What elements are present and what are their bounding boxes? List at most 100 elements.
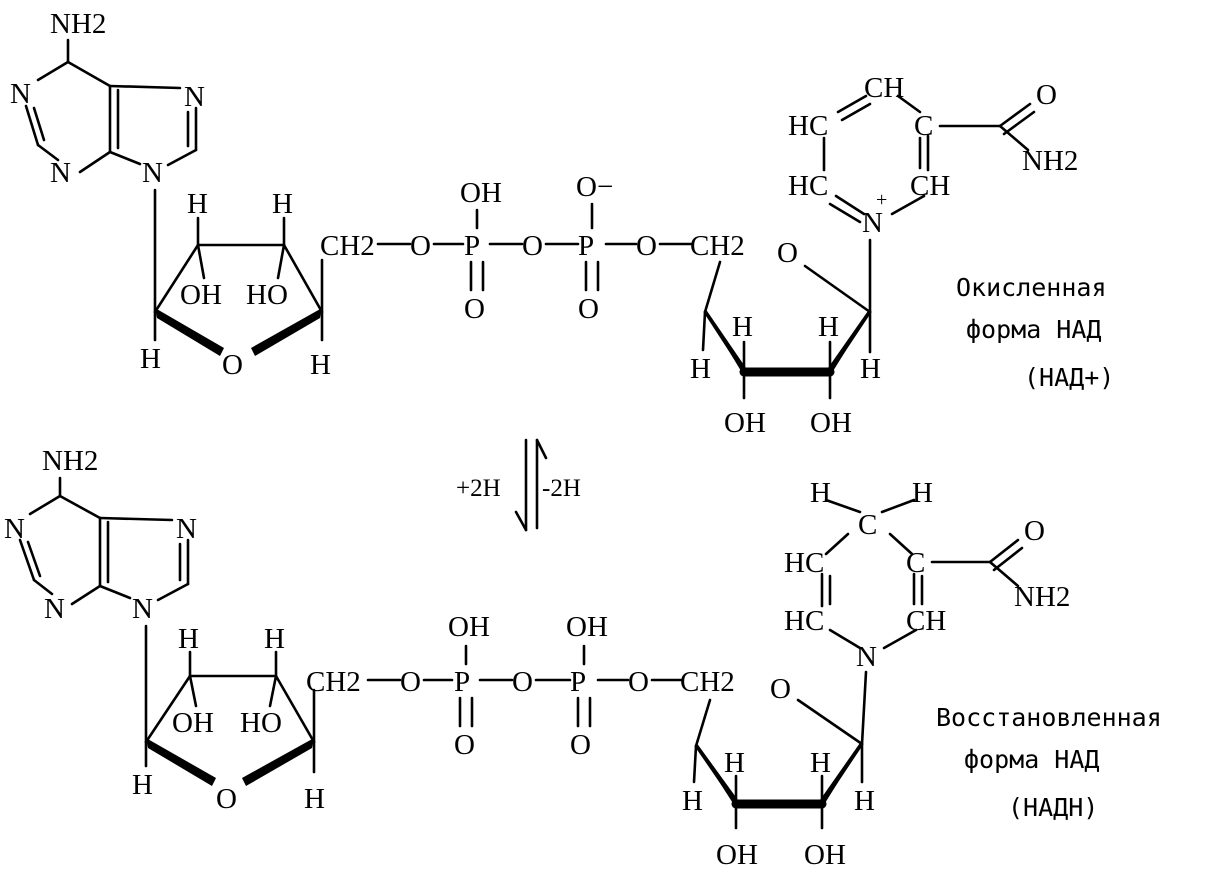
h-c1prime-bottom: H <box>178 623 199 655</box>
o-ring-right-bottom: O <box>770 673 791 705</box>
h-c1prime-right-bottom: H <box>854 785 875 817</box>
p-alpha-bottom: P <box>454 666 470 698</box>
c-c3-top: C <box>914 110 933 142</box>
oh-p-alpha-top: OH <box>460 177 502 209</box>
o-bridge-top: O <box>522 230 543 262</box>
oh-p-alpha-bottom: OH <box>448 611 490 643</box>
h-c2prime-right-bottom: H <box>810 747 831 779</box>
ch2-right-bottom: CH2 <box>680 666 735 698</box>
n9-bottom: N <box>132 593 153 625</box>
h-c5prime-top: H <box>310 349 331 381</box>
h-c1prime-top: H <box>187 188 208 220</box>
o-bridge-bottom: O <box>512 666 533 698</box>
ch-c4-top: CH <box>864 72 904 104</box>
forward-reaction-label: +2H <box>456 475 501 502</box>
h-c2prime-right-top: H <box>818 311 839 343</box>
oh-left-top: OH <box>180 279 222 311</box>
n7-bottom: N <box>176 513 197 545</box>
o-ester-left-bottom: O <box>400 666 421 698</box>
o-double-p-beta-top: O <box>578 293 599 325</box>
hc-c5-bottom: HC <box>784 547 824 579</box>
o-ester-right-bottom: O <box>628 666 649 698</box>
reduced-label-line3: (НАДН) <box>1008 793 1098 822</box>
oh-c3prime-top: OH <box>724 407 766 439</box>
p-beta-bottom: P <box>570 666 586 698</box>
diphosphate-bridge-bottom <box>366 644 684 728</box>
h-c4prime-bottom: H <box>132 769 153 801</box>
oxidized-label-line2: форма НАД <box>966 315 1101 344</box>
plus-charge-top: + <box>876 189 887 211</box>
diphosphate-bridge-top <box>376 202 694 292</box>
nad-reduced-structure: NH2 N N N N H H OH HO H O H <box>4 445 1162 871</box>
nh2-top: NH2 <box>50 8 106 40</box>
o-ester-right-top: O <box>636 230 657 262</box>
h-c1prime-right-top: H <box>860 353 881 385</box>
nh2-amide-bottom: NH2 <box>1014 581 1070 613</box>
hc-c6-top: HC <box>788 170 828 202</box>
oh-c2prime-bottom: OH <box>804 839 846 871</box>
nad-oxidized-structure: NH2 N N N N H H OH HO H O H <box>10 8 1114 439</box>
h-c4-left-bottom: H <box>810 477 831 509</box>
o-minus-p-beta-top: O− <box>576 171 613 203</box>
o-ring-left-bottom: O <box>216 783 237 815</box>
h-c4prime-right-top: H <box>690 353 711 385</box>
o-double-p-alpha-bottom: O <box>454 729 475 761</box>
nicotinamide-ring-top <box>822 94 1036 224</box>
h-c3prime-right-top: H <box>732 311 753 343</box>
ch-c2-top: CH <box>910 170 950 202</box>
ho-right-bottom: HO <box>240 707 282 739</box>
o-double-p-alpha-top: O <box>464 293 485 325</box>
adenosine-ribose-top <box>153 188 324 356</box>
ho-right-top: HO <box>246 279 288 311</box>
o-ester-left-top: O <box>410 230 431 262</box>
n3-top: N <box>50 157 71 189</box>
o-amide-bottom: O <box>1024 515 1045 547</box>
reduced-label-line2: форма НАД <box>964 745 1099 774</box>
p-alpha-top: P <box>464 230 480 262</box>
o-ring-right-top: O <box>777 237 798 269</box>
n7-top: N <box>184 81 205 113</box>
c-c4-bottom: C <box>858 509 877 541</box>
ch2-left-bottom: CH2 <box>306 666 361 698</box>
nh2-bottom: NH2 <box>42 445 98 477</box>
ch2-right-top: CH2 <box>690 230 745 262</box>
o-ring-left-top: O <box>222 349 243 381</box>
n1-top: N <box>10 78 31 110</box>
nicotinamide-ribose-bottom <box>692 670 868 830</box>
hc-c6-bottom: HC <box>784 605 824 637</box>
p-beta-top: P <box>578 230 594 262</box>
n-dihydropyridine-bottom: N <box>856 641 877 673</box>
oh-c3prime-bottom: OH <box>716 839 758 871</box>
h-c3prime-right-bottom: H <box>724 747 745 779</box>
dihydronicotinamide-ring-bottom <box>820 498 1024 650</box>
reverse-reaction-label: -2H <box>542 475 581 502</box>
n3-bottom: N <box>44 593 65 625</box>
h-c4prime-right-bottom: H <box>682 785 703 817</box>
nicotinamide-ribose-top <box>701 238 872 400</box>
ch-c2-bottom: CH <box>906 605 946 637</box>
reduced-label-line1: Восстановленная <box>936 703 1162 732</box>
h-c4-right-bottom: H <box>912 477 933 509</box>
hc-c5-top: HC <box>788 110 828 142</box>
n9-top: N <box>142 157 163 189</box>
equilibrium-arrows: +2H -2H <box>456 438 581 532</box>
h-c5prime-bottom: H <box>304 783 325 815</box>
ch2-left-top: CH2 <box>320 230 375 262</box>
oh-c2prime-top: OH <box>810 407 852 439</box>
adenine-ring-bottom <box>18 476 190 606</box>
n-pyridinium-top: N <box>862 207 883 239</box>
oxidized-label-line3: (НАД+) <box>1024 363 1114 392</box>
adenine-ring-top <box>24 38 198 174</box>
adenosine-ribose-bottom <box>144 624 316 786</box>
nh2-amide-top: NH2 <box>1022 145 1078 177</box>
h-c4prime-top: H <box>140 343 161 375</box>
h-c2prime-top: H <box>272 188 293 220</box>
h-c2prime-bottom: H <box>264 623 285 655</box>
o-double-p-beta-bottom: O <box>570 729 591 761</box>
oh-left-bottom: OH <box>172 707 214 739</box>
c-c3-bottom: C <box>906 547 925 579</box>
o-amide-top: O <box>1036 79 1057 111</box>
oh-p-beta-bottom: OH <box>566 611 608 643</box>
oxidized-label-line1: Окисленная <box>956 273 1107 302</box>
